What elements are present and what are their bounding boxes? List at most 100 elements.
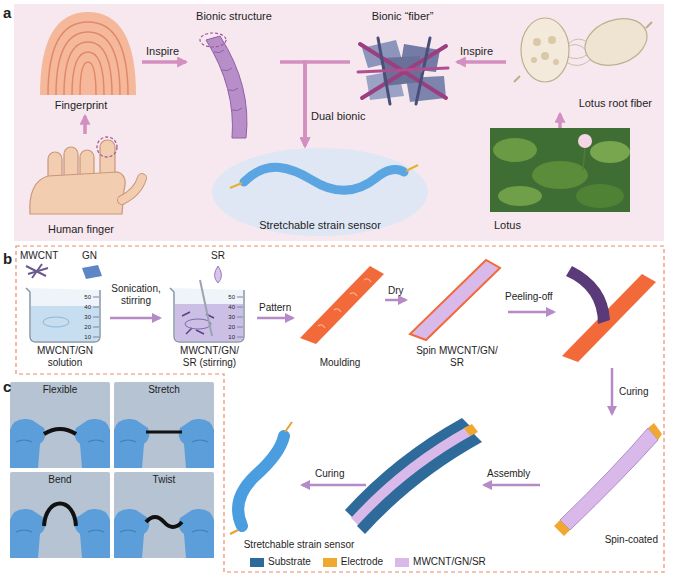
process-arrow [257, 317, 293, 320]
coated-strip-figure: Spin-coated [540, 420, 662, 548]
panel-letter: a [3, 4, 11, 22]
node-caption: Fingerprint [55, 99, 108, 112]
material-label: MWCNT [20, 250, 58, 262]
beaker-drawing [170, 266, 244, 342]
edge-label: Pattern [259, 302, 291, 314]
beaker-figure: MWCNT/GN/ SR (stirring) [162, 282, 257, 371]
fingerprint-drawing [40, 12, 136, 95]
lotus-photo-drawing [490, 128, 630, 212]
step-label: Curing [315, 468, 344, 480]
spin-figure: Spin MWCNT/GN/ SR [408, 262, 506, 371]
scale-number: 40 [80, 304, 91, 311]
node-caption: Moulding [320, 357, 361, 369]
panel-letter: b [3, 250, 12, 268]
photo-drawing [10, 382, 214, 558]
step-label: Peeling-off [505, 291, 553, 303]
scale-number: 30 [80, 314, 91, 321]
node-caption: MWCNT/GN solution [30, 345, 100, 369]
scale-number: 20 [224, 324, 235, 331]
final-sensor-drawing [230, 422, 292, 534]
panel-background [14, 4, 664, 241]
bionic-strip-drawing [200, 33, 247, 138]
coated-strip-drawing [554, 423, 662, 536]
panel-border [16, 246, 664, 572]
panel-letter: c [3, 378, 11, 396]
edge-label: Sonication, stirring [108, 283, 164, 307]
fingerprint-figure: Fingerprint [20, 8, 142, 114]
photo-tile: Bend [10, 472, 110, 558]
node-caption: Lotus [494, 219, 521, 232]
mould-drawing [300, 266, 384, 344]
node-caption: Twist [153, 474, 176, 486]
sensor-figure: Stretchable strain sensor [226, 425, 372, 553]
legend: Substrate Electrode MWCNT/GN/SR [250, 556, 486, 568]
process-arrow [83, 116, 87, 134]
process-arrow [305, 62, 350, 146]
node-caption: Stretch [148, 384, 180, 396]
legend-swatch [323, 558, 337, 567]
scale-number: 20 [80, 324, 91, 331]
node-caption: Stretchable strain sensor [244, 539, 355, 551]
legend-item: Electrode [323, 556, 383, 568]
node-caption: Lotus root fiber [579, 97, 652, 110]
lotus-root-figure: Lotus root fiber [506, 8, 656, 112]
node-caption: Spin MWCNT/GN/ SR [413, 345, 501, 369]
scale-number: 10 [224, 334, 235, 341]
material-label: GN [82, 250, 97, 262]
hand-drawing [30, 137, 142, 214]
finger-figure: Human finger [20, 134, 142, 238]
beaker-figure: MWCNT/GN solution [20, 282, 110, 371]
node-caption: Flexible [43, 384, 77, 396]
legend-item: Substrate [250, 556, 311, 568]
spin-strip-drawing [410, 260, 500, 340]
node-caption: Stretchable strain sensor [259, 219, 381, 232]
node-caption: Human finger [48, 223, 114, 236]
node-caption: Bend [48, 474, 71, 486]
legend-text: Substrate [268, 556, 311, 568]
peel-drawing [508, 266, 656, 362]
process-arrow [385, 299, 406, 302]
process-arrow [142, 60, 186, 64]
node-caption: Spin-coated [605, 534, 658, 546]
step-label: Assembly [487, 468, 530, 480]
bionic-fiber-figure: Bionic “fiber” [350, 8, 455, 108]
process-arrow [302, 484, 366, 487]
process-arrow [457, 60, 506, 64]
edge-label: Dual bionic [311, 110, 365, 123]
photo-tile: Flexible [10, 382, 110, 468]
process-arrow [558, 114, 562, 128]
lotus-root-drawing [514, 10, 654, 82]
photo-tile: Stretch [114, 382, 214, 468]
step-label: Curing [619, 386, 648, 398]
scale-number: 50 [224, 294, 235, 301]
edge-label: Inspire [146, 45, 179, 58]
scale-number: 30 [224, 314, 235, 321]
legend-swatch [250, 558, 264, 567]
edge-label: Inspire [460, 45, 493, 58]
assembly-drawing [345, 418, 482, 534]
scale-number: 50 [80, 294, 91, 301]
fiber-mesh-drawing [358, 38, 448, 104]
legend-text: Electrode [341, 556, 383, 568]
lotus-photo: Lotus [490, 128, 630, 234]
material-label: SR [211, 250, 225, 262]
process-arrow [110, 317, 160, 320]
edge-label: Dry [388, 285, 404, 297]
node-caption: MWCNT/GN/ SR (stirring) [178, 345, 242, 369]
sensor-ellipse-drawing [212, 148, 428, 236]
beaker-drawing [26, 264, 102, 342]
process-arrow [611, 368, 614, 414]
process-arrow [484, 484, 540, 487]
photo-tile: Twist [114, 472, 214, 558]
scale-number: 40 [224, 304, 235, 311]
mould-figure: Moulding [295, 262, 385, 371]
legend-swatch [395, 558, 409, 567]
scale-number: 10 [80, 334, 91, 341]
legend-item: MWCNT/GN/SR [395, 556, 486, 568]
sensor-ellipse: Stretchable strain sensor [212, 148, 428, 234]
legend-text: MWCNT/GN/SR [413, 556, 486, 568]
bionic-structure-figure: Bionic structure [188, 8, 280, 142]
